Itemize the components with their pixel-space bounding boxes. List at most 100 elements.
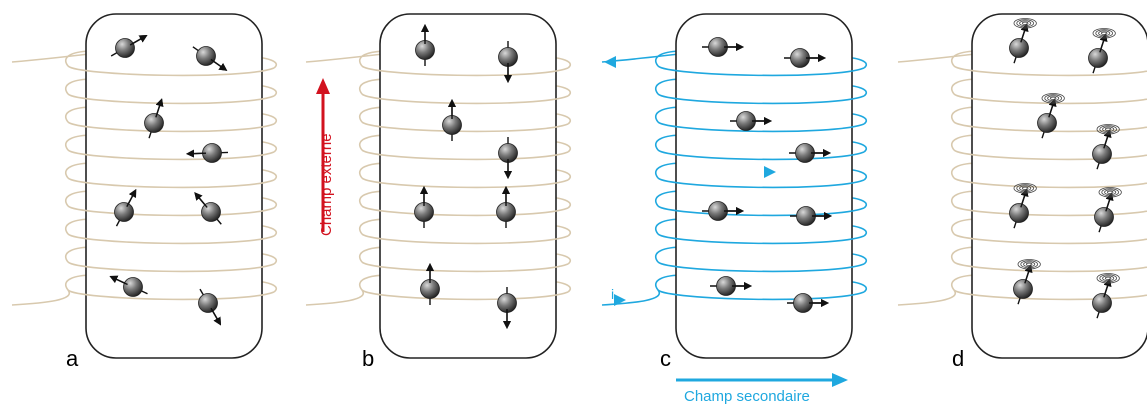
- panel-label-c: c: [660, 346, 671, 371]
- coil-turn-front: [953, 261, 1147, 273]
- sample-box-c: [675, 13, 853, 359]
- coil-turn-front: [953, 177, 1147, 189]
- spin-arrow-head: [126, 189, 137, 208]
- spin-arrow-head: [210, 307, 222, 326]
- spin-sphere-icon: [702, 37, 744, 57]
- spin-arrow-head: [210, 58, 228, 71]
- spin-sphere-icon: [109, 275, 148, 297]
- coil-turn-front: [67, 121, 275, 133]
- spin-ball: [198, 293, 218, 313]
- precession-spiral-icon: [1041, 93, 1065, 104]
- spin-arrow-head: [194, 192, 208, 208]
- spin-ball: [115, 38, 135, 58]
- sample-box-a: [85, 13, 263, 359]
- coil-turn-front: [361, 93, 569, 105]
- coil-turn-front: [361, 289, 569, 301]
- spin-ball: [1037, 113, 1057, 133]
- sample-box-d: [971, 13, 1147, 359]
- coil-turn-front: [953, 149, 1147, 161]
- spin-ball: [123, 277, 143, 297]
- coil-turn-front: [361, 261, 569, 273]
- precession-spiral-icon: [1096, 273, 1120, 284]
- precession-spiral-icon: [1013, 183, 1037, 194]
- coil-turn-front: [67, 205, 275, 217]
- spin-ball: [1092, 144, 1112, 164]
- coil-lead-bottom: [897, 289, 957, 306]
- coil-turn-front: [657, 121, 865, 133]
- precession-spiral-icon: [1098, 187, 1122, 198]
- spin-sphere-icon: [710, 276, 752, 296]
- spin-sphere-icon: [1088, 28, 1116, 74]
- spin-ball: [1009, 203, 1029, 223]
- spin-ball: [144, 113, 164, 133]
- coil-turn-front: [361, 205, 569, 217]
- panel-b: b: [305, 13, 571, 371]
- coil-turn-front: [361, 233, 569, 245]
- precession-spiral-icon: [1092, 28, 1116, 39]
- coil-lead-bottom: [305, 289, 365, 306]
- spin-sphere-icon: [144, 98, 164, 139]
- spin-sphere-icon: [787, 293, 829, 313]
- spin-sphere-icon: [186, 143, 229, 163]
- spin-sphere-icon: [110, 34, 148, 58]
- spin-sphere-icon: [1009, 18, 1037, 64]
- secondary-field-label: Champ secondaire: [684, 388, 810, 405]
- panel-label-b: b: [362, 346, 374, 371]
- coil-turn-front: [657, 177, 865, 189]
- panel-d: d: [897, 13, 1147, 371]
- spin-ball: [1013, 279, 1033, 299]
- coil-turn-front: [67, 65, 275, 77]
- coil-front-a: [67, 65, 275, 301]
- coil-lead-bottom: [601, 289, 661, 306]
- coil-turn-front: [657, 149, 865, 161]
- spin-arrow-head: [129, 34, 148, 46]
- spin-sphere-icon: [1092, 124, 1120, 170]
- spin-sphere-icon: [442, 99, 462, 141]
- spin-sphere-icon: [420, 263, 440, 305]
- spin-sphere-icon: [784, 48, 826, 68]
- spin-ball: [1092, 293, 1112, 313]
- coil-turn-front: [657, 261, 865, 273]
- spin-sphere-icon: [496, 186, 516, 228]
- coil-turn-front: [657, 233, 865, 245]
- coil-turn-front: [361, 149, 569, 161]
- spin-ball: [1094, 207, 1114, 227]
- spins-d: [1009, 18, 1122, 319]
- coil-turn-front: [67, 149, 275, 161]
- spin-sphere-icon: [790, 206, 832, 226]
- spin-sphere-icon: [114, 189, 137, 227]
- panel-a: a: [11, 13, 277, 371]
- coil-turn-front: [657, 205, 865, 217]
- spin-sphere-icon: [1009, 183, 1037, 229]
- coil-turn-front: [657, 93, 865, 105]
- precession-spiral-icon: [1096, 124, 1120, 135]
- coil-turn-front: [657, 65, 865, 77]
- spin-ball: [1088, 48, 1108, 68]
- spin-sphere-icon: [414, 186, 434, 228]
- external-field-label: Champ externe: [318, 133, 335, 236]
- panel-label-d: d: [952, 346, 964, 371]
- coil-turn-front: [953, 205, 1147, 217]
- spin-sphere-icon: [192, 46, 228, 71]
- coil-turn-front: [361, 65, 569, 77]
- spin-sphere-icon: [198, 288, 222, 326]
- coil-turn-front: [67, 261, 275, 273]
- current-arrowhead: [614, 294, 626, 306]
- spins-a: [109, 34, 229, 326]
- coil-turn-front: [953, 233, 1147, 245]
- coil-turn-front: [67, 233, 275, 245]
- panel-c: c i: [601, 13, 867, 371]
- coil-front-c: [657, 65, 865, 301]
- external-field-arrow: Champ externe: [316, 78, 335, 236]
- coil-turn-front: [657, 289, 865, 301]
- spin-sphere-icon: [415, 24, 435, 66]
- current-label: i: [611, 286, 614, 302]
- coil-turn-front: [67, 289, 275, 301]
- spin-ball: [201, 202, 221, 222]
- spin-ball: [1009, 38, 1029, 58]
- spin-sphere-icon: [497, 287, 517, 329]
- spins-c: [702, 37, 832, 313]
- coil-turn-front: [67, 93, 275, 105]
- coil-turn-front: [361, 177, 569, 189]
